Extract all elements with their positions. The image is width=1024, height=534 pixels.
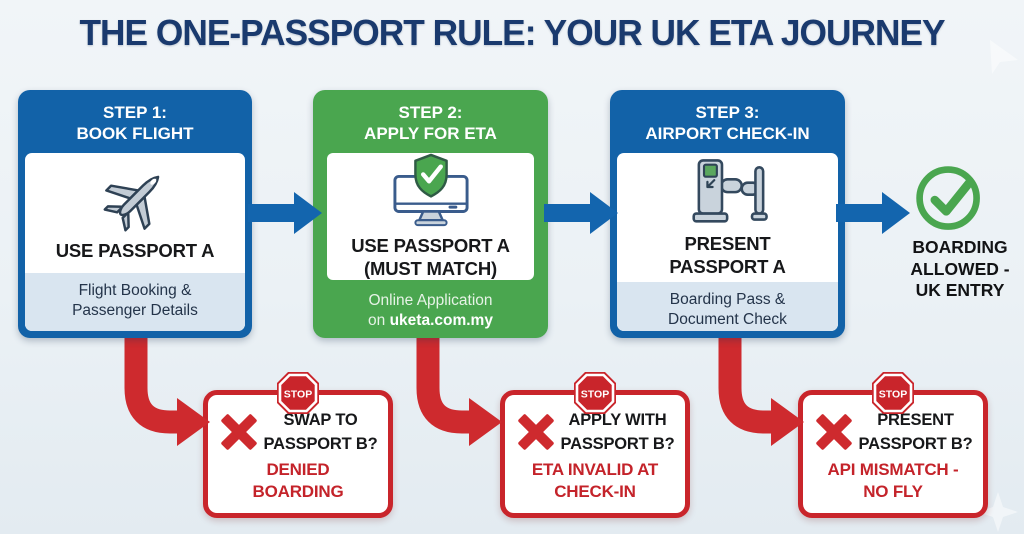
airplane-icon (103, 175, 160, 232)
outcome-line: BOARDING (912, 237, 1008, 257)
flow-arrow-right-icon (836, 192, 910, 234)
warning-question-row: APPLY WITH PASSPORT B? (505, 395, 685, 456)
step-number: STEP 3: (695, 103, 760, 122)
step-3-panel: PRESENT PASSPORT A Boarding Pass & Docum… (617, 153, 838, 331)
stop-sign-icon: STOP (277, 372, 319, 414)
gate-icon (691, 159, 768, 223)
label-line: PRESENT (684, 233, 771, 254)
question-line: APPLY WITH (568, 411, 667, 429)
stop-sign-label: STOP (581, 389, 609, 401)
step-number: STEP 1: (103, 103, 167, 122)
step-2-passport-label: USE PASSPORT A (MUST MATCH) (351, 234, 510, 280)
curved-arrow-down-right-icon (718, 332, 804, 446)
stop-sign-label: STOP (284, 389, 312, 401)
warning-consequence: API MISMATCH - NO FLY (803, 459, 983, 503)
step-title: AIRPORT CHECK-IN (645, 124, 810, 143)
flow-arrow-right-icon (248, 192, 322, 234)
cross-icon (221, 414, 257, 450)
footer-line: Flight Booking & (78, 282, 192, 299)
outcome-line: ALLOWED - (910, 258, 1010, 279)
step-1-footer: Flight Booking & Passenger Details (25, 273, 245, 331)
step-2-header: STEP 2: APPLY FOR ETA (313, 90, 548, 153)
warning-denied-boarding-card: STOP SWAP TO PASSPORT B? DENIED BOARDING (203, 372, 393, 518)
step-2-panel: USE PASSPORT A (MUST MATCH) (327, 153, 534, 280)
boarding-allowed-label: BOARDING ALLOWED - UK ENTRY (893, 237, 1024, 302)
step-number: STEP 2: (398, 103, 463, 122)
question-line: PASSPORT B? (858, 435, 973, 453)
step-title: APPLY FOR ETA (364, 124, 497, 143)
step-2-footer: Online Application on uketa.com.my (313, 280, 548, 342)
footer-line: Passenger Details (72, 302, 198, 319)
warning-question: PRESENT PASSPORT B? (856, 408, 975, 456)
label-line: PASSPORT A (669, 256, 786, 277)
curved-arrow-down-right-icon (416, 332, 502, 446)
outcome-line: UK ENTRY (915, 280, 1005, 300)
consequence-line: CHECK-IN (554, 482, 636, 501)
watermark-arrow-icon (978, 492, 1018, 532)
warning-eta-invalid-card: STOP APPLY WITH PASSPORT B? ETA INVALID … (500, 372, 690, 518)
stop-sign-label: STOP (879, 389, 907, 401)
step-1-passport-label: USE PASSPORT A (55, 240, 215, 261)
cross-icon (518, 414, 554, 450)
stop-sign-icon: STOP (872, 372, 914, 414)
question-line: PASSPORT B? (560, 435, 675, 453)
consequence-line: BOARDING (252, 482, 344, 501)
page-title: THE ONE-PASSPORT RULE: YOUR UK ETA JOURN… (79, 12, 945, 53)
consequence-line: DENIED (266, 460, 330, 479)
label-line: USE PASSPORT A (351, 235, 510, 256)
footer-link-prefix: on (368, 312, 390, 329)
footer-line: Boarding Pass & (669, 291, 786, 308)
step-3-passport-label: PRESENT PASSPORT A (669, 232, 785, 278)
warning-question: SWAP TO PASSPORT B? (261, 408, 380, 456)
step-3-airport-checkin-card: STEP 3: AIRPORT CHECK-IN (610, 90, 845, 338)
step-3-footer: Boarding Pass & Document Check (617, 282, 838, 331)
footer-line: Document Check (668, 311, 787, 328)
watermark-arrow-icon (990, 40, 1018, 74)
label-line: (MUST MATCH) (364, 258, 497, 279)
monitor-shield-icon (392, 153, 469, 227)
question-line: PRESENT (877, 411, 954, 429)
consequence-line: NO FLY (863, 482, 923, 501)
warning-question-row: PRESENT PASSPORT B? (803, 395, 983, 456)
step-3-body: PRESENT PASSPORT A (617, 153, 838, 282)
consequence-line: ETA INVALID AT (531, 460, 659, 479)
step-1-body: USE PASSPORT A (25, 153, 245, 273)
uketa-domain-text: uketa.com.my (389, 312, 493, 329)
flow-arrow-right-icon (544, 192, 618, 234)
footer-link-line: on uketa.com.my (317, 311, 544, 331)
consequence-line: API MISMATCH - (827, 460, 959, 479)
stop-sign-icon: STOP (574, 372, 616, 414)
step-3-header: STEP 3: AIRPORT CHECK-IN (610, 90, 845, 153)
step-1-header: STEP 1: BOOK FLIGHT (18, 90, 252, 153)
check-circle-icon (916, 166, 980, 230)
question-line: PASSPORT B? (263, 435, 378, 453)
cross-icon (816, 414, 852, 450)
step-1-book-flight-card: STEP 1: BOOK FLIGHT USE PASSPORT A (18, 90, 252, 338)
warning-question: APPLY WITH PASSPORT B? (558, 408, 677, 456)
warning-question-row: SWAP TO PASSPORT B? (208, 395, 388, 456)
warning-api-mismatch-card: STOP PRESENT PASSPORT B? API MISMATCH - … (798, 372, 988, 518)
curved-arrow-down-right-icon (124, 332, 210, 446)
warning-consequence: ETA INVALID AT CHECK-IN (505, 459, 685, 503)
step-title: BOOK FLIGHT (76, 124, 194, 143)
step-2-apply-eta-card: STEP 2: APPLY FOR ETA USE PASSPORT A (MU… (313, 90, 548, 338)
step-1-panel: USE PASSPORT A Flight Booking & Passenge… (25, 153, 245, 331)
footer-line: Online Application (368, 292, 493, 309)
question-line: SWAP TO (283, 411, 358, 429)
warning-consequence: DENIED BOARDING (208, 459, 388, 503)
